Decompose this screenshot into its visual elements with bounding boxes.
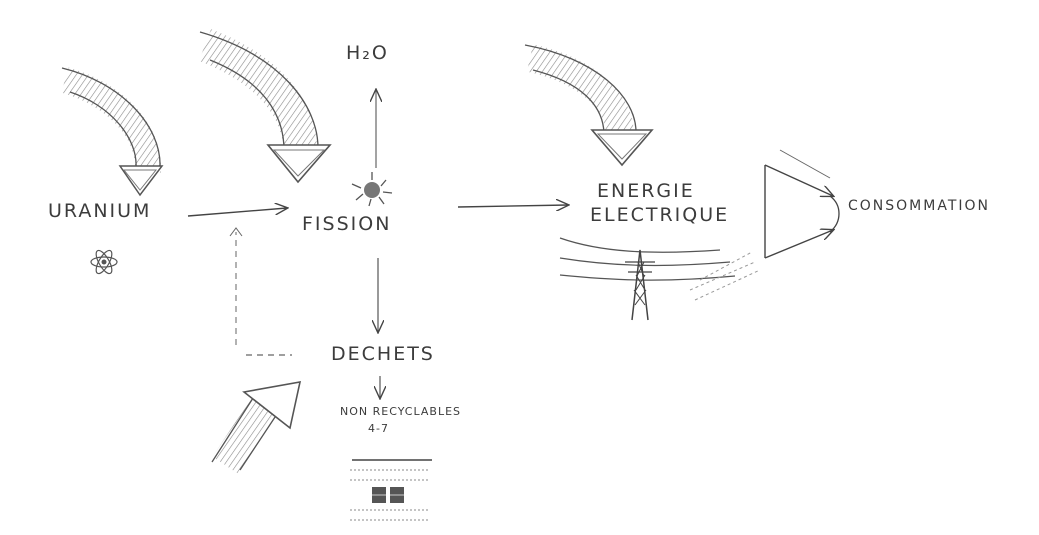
arrow-uranium-to-fission [187, 208, 287, 217]
node-non-recyclables: NON RECYCLABLES [340, 405, 462, 418]
node-uranium: URANIUM [48, 200, 152, 222]
explosion-icon [351, 172, 393, 207]
consumption-funnel [764, 149, 840, 259]
pylon-icon [559, 237, 761, 321]
input-arrow-energie [524, 44, 654, 167]
node-non-recyclables-sub: 4-7 [368, 422, 389, 435]
waste-barrels-icon [350, 459, 432, 521]
atom-icon [90, 249, 118, 275]
arrow-fission-to-energie [457, 205, 568, 207]
input-arrow-uranium [60, 67, 164, 197]
input-arrow-recycling [211, 381, 302, 474]
node-fission: FISSION [302, 213, 392, 235]
node-consommation: CONSOMMATION [848, 198, 990, 214]
node-energie-line2: ELECTRIQUE [590, 204, 730, 226]
node-h2o: H₂O [346, 42, 389, 64]
node-dechets: DECHETS [331, 343, 435, 365]
input-arrow-fission [198, 29, 332, 184]
dashed-return-arrowhead [229, 227, 243, 237]
node-energie-line1: ENERGIE [597, 180, 695, 202]
